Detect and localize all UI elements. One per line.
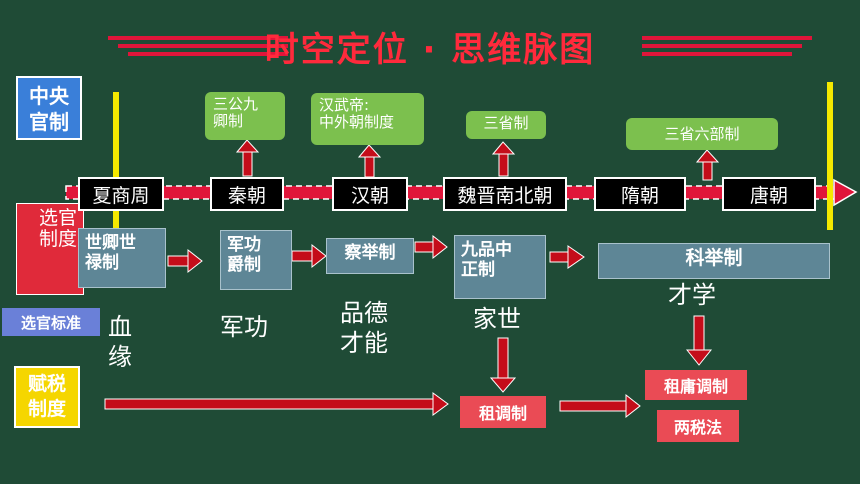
- selection-box-chaju: 察举制: [326, 238, 414, 274]
- central-box-sangong-jiuqing: 三公九 卿制: [205, 92, 285, 140]
- up-arrow-sui: [695, 149, 720, 181]
- selection-box-jiupin-zhongzheng: 九品中 正制: [454, 235, 546, 299]
- standard-blood: 血 缘: [108, 313, 132, 371]
- up-arrow-wei: [491, 141, 516, 177]
- era-qin: 秦朝: [210, 177, 284, 211]
- standard-talent: 才学: [668, 281, 716, 309]
- central-box-zhongwai-chao: 汉武帝: 中外朝制度: [311, 93, 424, 145]
- title-stripe-right-3: [642, 52, 792, 56]
- down-arrow-jiapin: [489, 337, 517, 393]
- central-box-sansheng: 三省制: [466, 111, 546, 139]
- label-central-system: 中央 官制: [16, 76, 82, 140]
- start-marker-bar: [113, 92, 119, 228]
- tax-box-zudiao: 租调制: [460, 396, 546, 428]
- tax-box-zuyongdiao: 租庸调制: [645, 370, 747, 400]
- era-tang: 唐朝: [722, 177, 816, 211]
- title-stripe-right-2: [642, 44, 802, 48]
- era-sui: 隋朝: [594, 177, 686, 211]
- tax-arrow-short: [559, 393, 641, 419]
- standard-family: 家世: [473, 305, 521, 333]
- up-arrow-han: [357, 144, 382, 178]
- tax-arrow-long: [104, 392, 449, 416]
- tax-box-liangshui: 两税法: [657, 410, 739, 442]
- end-marker-bar: [827, 82, 833, 230]
- title-stripe-right-1: [642, 36, 812, 40]
- standard-military-merit: 军功: [220, 313, 268, 341]
- era-wei-jin-nanbeichao: 魏晋南北朝: [443, 177, 567, 211]
- title-stripe-left-3: [128, 52, 288, 56]
- page-title: 时空定位 · 思维脉图: [264, 30, 596, 70]
- right-arrow-2: [291, 243, 327, 269]
- label-selection-system: 选官 制度: [16, 203, 84, 295]
- title-stripe-left-1: [108, 36, 288, 40]
- era-xia-shang-zhou: 夏商周: [78, 177, 164, 211]
- right-arrow-4: [549, 245, 585, 269]
- title-stripe-left-2: [118, 44, 288, 48]
- central-box-sansheng-liubu: 三省六部制: [626, 118, 778, 150]
- standard-virtue-talent: 品德 才能: [340, 299, 388, 357]
- label-selection-standard: 选官标准: [2, 308, 100, 336]
- right-arrow-1: [167, 248, 203, 274]
- right-arrow-3: [414, 234, 448, 260]
- selection-box-keju: 科举制: [598, 243, 830, 279]
- label-tax-system: 赋税 制度: [14, 366, 80, 428]
- selection-box-jungong-jue: 军功 爵制: [220, 230, 292, 290]
- selection-box-shiqing-shilu: 世卿世 禄制: [78, 228, 166, 288]
- era-han: 汉朝: [332, 177, 408, 211]
- down-arrow-keju: [685, 315, 713, 366]
- up-arrow-qin: [235, 139, 260, 177]
